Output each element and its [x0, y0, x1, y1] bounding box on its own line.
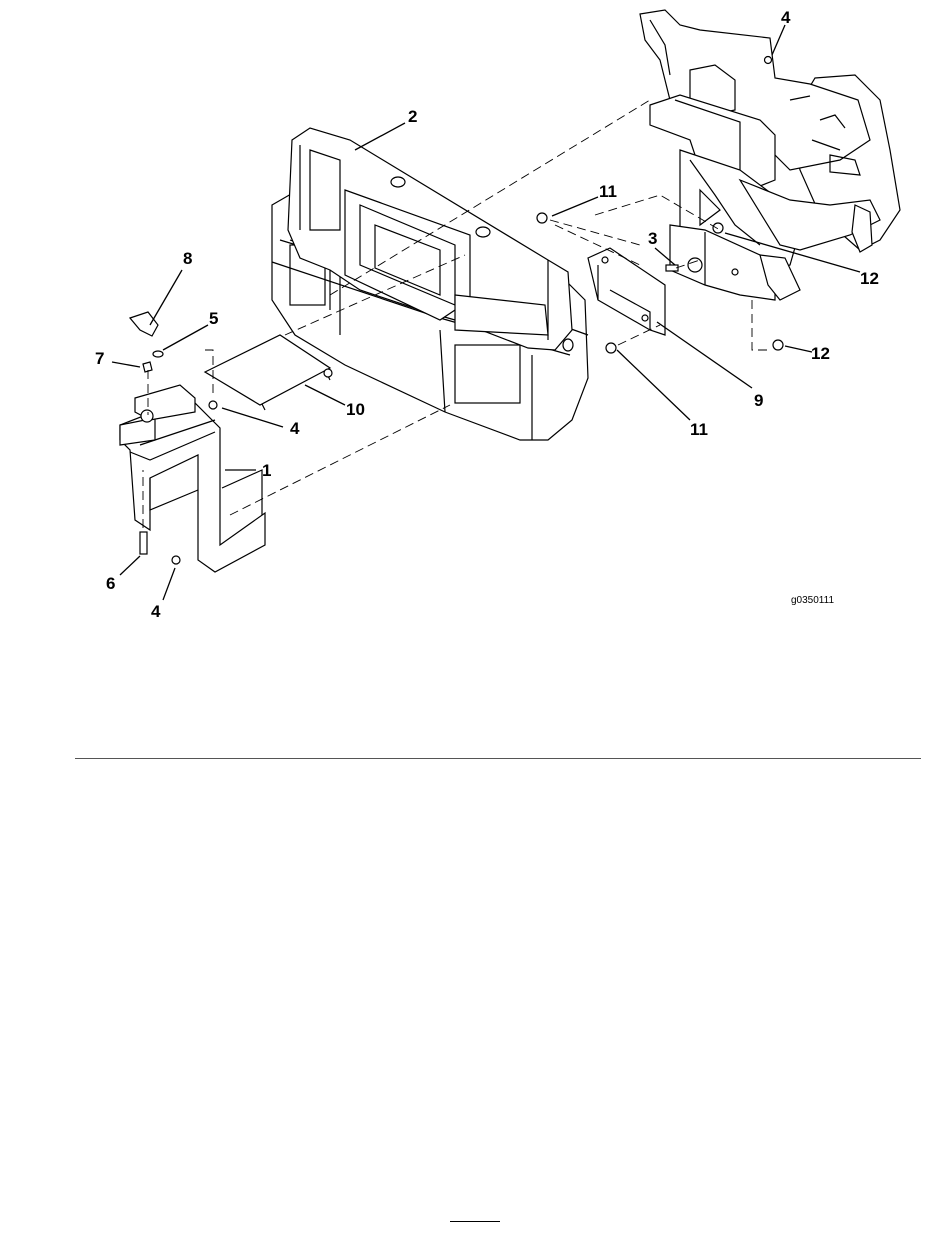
- nut-7: [143, 362, 152, 372]
- bolt-6: [140, 532, 147, 554]
- page-footer-mark: [450, 1221, 500, 1222]
- front-bumper-weight: [272, 128, 588, 440]
- mounting-plate: [588, 248, 665, 335]
- callout-4-lower: 4: [151, 602, 161, 621]
- section-divider: [75, 758, 921, 759]
- bolt-11-upper: [537, 213, 547, 223]
- callout-12-upper: 12: [860, 269, 879, 288]
- nut-4-lower: [172, 556, 180, 564]
- callout-4-top: 4: [781, 8, 791, 27]
- washer-5: [153, 351, 163, 357]
- callout-10: 10: [346, 400, 365, 419]
- callout-12-lower: 12: [811, 344, 830, 363]
- callout-9: 9: [754, 391, 763, 410]
- callout-2: 2: [408, 107, 417, 126]
- callout-5: 5: [209, 309, 218, 328]
- callout-11-upper: 11: [599, 182, 617, 201]
- nut-12-lower: [773, 340, 783, 350]
- callout-7: 7: [95, 349, 104, 368]
- exploded-parts-diagram: 1 2 3 4 4 4 5 6 7 8 9 10 11 11 12 12 g03…: [0, 0, 950, 640]
- bolt-11-lower: [606, 343, 616, 353]
- figure-id-label: g0350111: [791, 595, 834, 606]
- callout-6: 6: [106, 574, 115, 593]
- nut-4-middle: [209, 401, 217, 409]
- machine-frame: [640, 10, 900, 300]
- callout-3: 3: [648, 229, 657, 248]
- callout-11-lower: 11: [690, 420, 708, 439]
- callout-8: 8: [183, 249, 192, 268]
- callout-1: 1: [262, 461, 271, 480]
- knob-8: [130, 312, 158, 336]
- callout-4-middle: 4: [290, 419, 300, 438]
